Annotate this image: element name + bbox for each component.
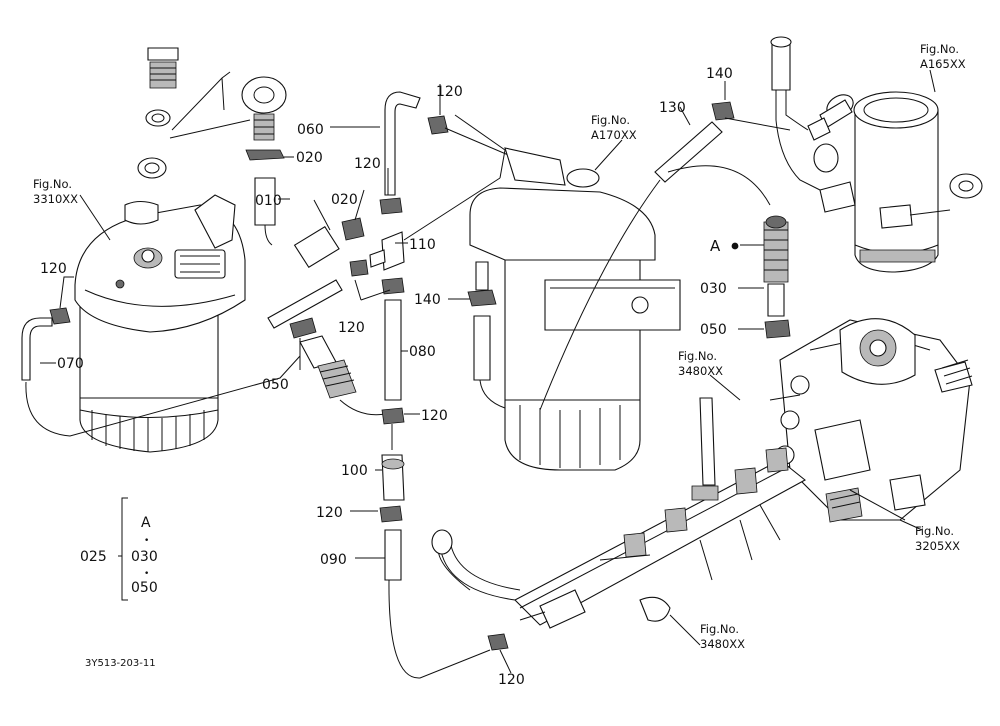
fig-ref-3480-upper-line2[interactable]: 3480XX: [678, 364, 723, 378]
fig-ref-3310-line2[interactable]: 3310XX: [33, 192, 78, 206]
part-label-120-joint[interactable]: 120: [316, 505, 343, 521]
part-label-120-mid[interactable]: 120: [354, 156, 381, 172]
part-label-140-right[interactable]: 140: [706, 66, 733, 82]
part-label-050-right[interactable]: 050: [700, 322, 727, 338]
drawing-code: 3Y513-203-11: [85, 658, 156, 669]
electric-fuel-pump: [770, 36, 983, 273]
fig-ref-3205-line1: Fig.No.: [915, 524, 954, 538]
legend-bracket: [121, 497, 128, 601]
part-label-110[interactable]: 110: [409, 237, 436, 253]
part-label-060[interactable]: 060: [297, 122, 324, 138]
banjo-bolt-assembly: [137, 47, 287, 179]
legend-item-050[interactable]: 050: [131, 580, 158, 596]
hose-clamps-left: [245, 149, 365, 329]
connector-050-left: [289, 317, 386, 416]
common-rail: [431, 394, 806, 629]
fuel-filter-left: [74, 194, 246, 453]
part-label-090[interactable]: 090: [320, 552, 347, 568]
part-number-labels: 020 020 010 120 070 060 120 120 110 120 …: [40, 66, 733, 688]
legend-parent-025[interactable]: 025: [80, 549, 107, 565]
part-label-020-lower[interactable]: 020: [331, 192, 358, 208]
fig-ref-A170-line1: Fig.No.: [591, 113, 630, 127]
part-label-130[interactable]: 130: [659, 100, 686, 116]
legend-dot-1: •: [144, 536, 149, 546]
fig-ref-A165-line2[interactable]: A165XX: [920, 57, 966, 71]
part-label-010[interactable]: 010: [255, 193, 282, 209]
part-label-120-lower[interactable]: 120: [421, 408, 448, 424]
part-label-020-upper[interactable]: 020: [296, 150, 323, 166]
part-label-100[interactable]: 100: [341, 463, 368, 479]
fig-ref-3205-line2[interactable]: 3205XX: [915, 539, 960, 553]
hose-130: [539, 101, 791, 411]
callout-A: A: [710, 237, 738, 255]
fig-ref-A170-line2[interactable]: A170XX: [591, 128, 637, 142]
part-label-120-top[interactable]: 120: [436, 84, 463, 100]
fig-ref-3480-lower-line1: Fig.No.: [700, 622, 739, 636]
part-label-120-left[interactable]: 120: [40, 261, 67, 277]
legend-item-A[interactable]: A: [141, 515, 151, 531]
part-label-050-left[interactable]: 050: [262, 377, 289, 393]
legend-item-030[interactable]: 030: [131, 549, 158, 565]
callout-A-letter[interactable]: A: [710, 237, 721, 255]
fuel-filter-center: [454, 114, 681, 471]
part-label-120-bottom[interactable]: 120: [498, 672, 525, 688]
fig-ref-3480-lower-line2[interactable]: 3480XX: [700, 637, 745, 651]
part-label-030[interactable]: 030: [700, 281, 727, 297]
legend-dot-2: •: [144, 569, 149, 579]
figure-references: Fig.No. 3310XX Fig.No. A170XX Fig.No. A1…: [33, 42, 966, 651]
hose-070: [21, 307, 301, 437]
assembly-A: [731, 215, 791, 339]
part-label-070[interactable]: 070: [57, 356, 84, 372]
leader-lines: [40, 69, 936, 674]
fig-ref-A165-line1: Fig.No.: [920, 42, 959, 56]
part-label-140-center[interactable]: 140: [414, 292, 441, 308]
part-label-120-tee[interactable]: 120: [338, 320, 365, 336]
injection-pump: [775, 318, 973, 523]
hose-140-center: [467, 261, 506, 409]
fig-ref-3480-upper-line1: Fig.No.: [678, 349, 717, 363]
assembly-legend: 025 A • 030 • 050: [80, 497, 158, 601]
part-label-080[interactable]: 080: [409, 344, 436, 360]
fig-ref-3310-line1: Fig.No.: [33, 177, 72, 191]
center-pipe-assembly: [349, 91, 521, 679]
callout-A-dot: [732, 243, 738, 249]
